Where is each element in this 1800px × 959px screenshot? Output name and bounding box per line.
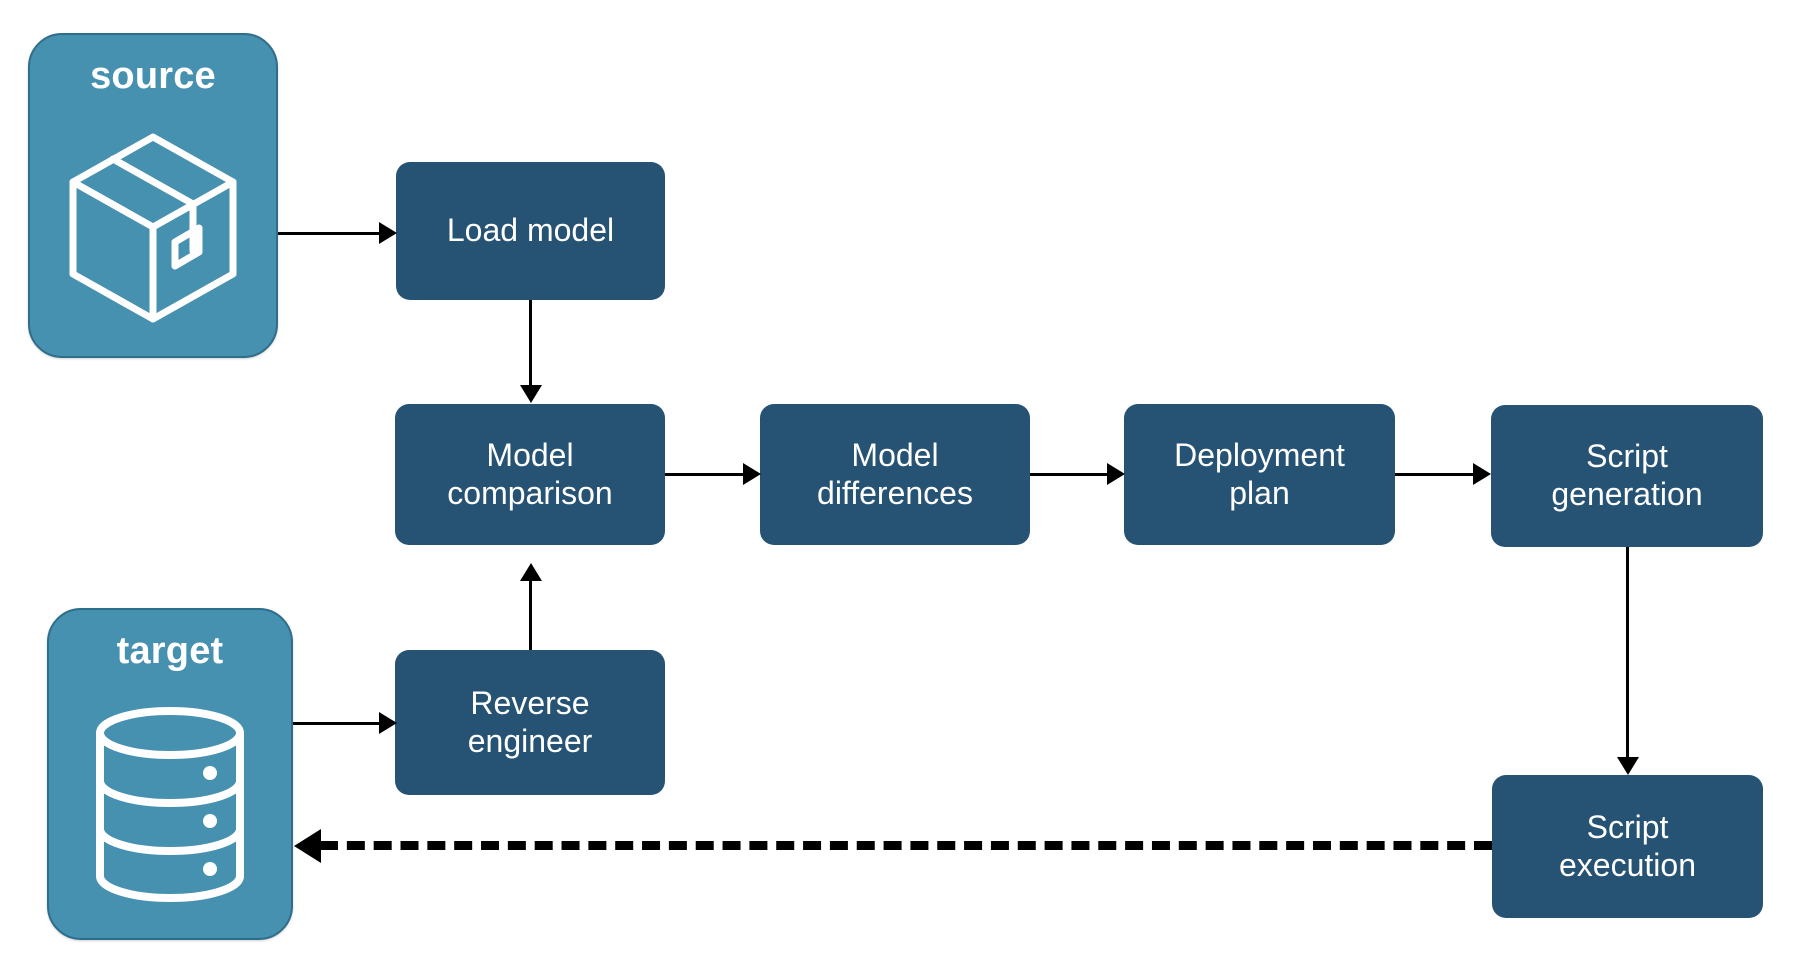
edge-script-generation-to-script-execution <box>1626 547 1629 759</box>
node-load-model[interactable]: Load model <box>396 162 665 300</box>
deployment-plan-line1: Deployment <box>1174 436 1345 473</box>
reverse-engineer-line1: Reverse <box>470 684 590 721</box>
model-comparison-text: Model comparison <box>447 437 612 513</box>
node-target[interactable]: target <box>47 608 293 940</box>
arrowhead-script-generation-to-script-execution <box>1617 757 1639 775</box>
arrowhead-target-to-reverse-engineer <box>379 712 397 734</box>
reverse-engineer-text: Reverse engineer <box>468 685 593 761</box>
edge-load-model-to-model-comparison <box>529 300 532 388</box>
node-model-comparison[interactable]: Model comparison <box>395 404 665 545</box>
database-cylinder-icon <box>49 670 291 938</box>
script-generation-line1: Script <box>1586 438 1668 475</box>
node-script-execution[interactable]: Script execution <box>1492 775 1763 918</box>
node-deployment-plan[interactable]: Deployment plan <box>1124 404 1395 545</box>
deployment-plan-line2: plan <box>1229 474 1290 511</box>
model-comparison-line1: Model <box>486 436 574 473</box>
edge-script-execution-to-target <box>320 841 1492 850</box>
node-reverse-engineer[interactable]: Reverse engineer <box>395 650 665 795</box>
edge-model-differences-to-deployment-plan <box>1030 473 1110 476</box>
reverse-engineer-line2: engineer <box>467 722 593 759</box>
model-differences-text: Model differences <box>817 437 973 513</box>
node-source[interactable]: source <box>28 33 278 358</box>
package-box-icon <box>30 95 276 356</box>
script-generation-text: Script generation <box>1551 438 1702 514</box>
edge-source-to-load-model <box>278 232 382 235</box>
load-model-line1: Load model <box>446 212 615 249</box>
arrowhead-model-differences-to-deployment-plan <box>1107 463 1125 485</box>
node-model-differences[interactable]: Model differences <box>760 404 1030 545</box>
script-execution-line2: execution <box>1559 846 1696 883</box>
arrowhead-source-to-load-model <box>379 222 397 244</box>
deployment-plan-text: Deployment plan <box>1174 437 1345 513</box>
edge-deployment-plan-to-script-generation <box>1395 473 1476 476</box>
source-label: source <box>90 55 216 97</box>
load-model-text: Load model <box>447 212 614 250</box>
model-comparison-line2: comparison <box>447 474 613 511</box>
edge-reverse-engineer-to-model-comparison <box>529 580 532 650</box>
target-label: target <box>116 630 224 672</box>
arrowhead-reverse-engineer-to-model-comparison <box>520 563 542 581</box>
script-execution-line1: Script <box>1586 808 1669 845</box>
node-script-generation[interactable]: Script generation <box>1491 405 1763 547</box>
script-execution-text: Script execution <box>1559 809 1696 885</box>
arrowhead-script-execution-to-target <box>294 829 321 863</box>
arrowhead-model-comparison-to-model-differences <box>743 463 761 485</box>
script-generation-line2: generation <box>1551 476 1703 512</box>
edge-target-to-reverse-engineer <box>293 722 382 725</box>
model-differences-line2: differences <box>817 474 973 511</box>
arrowhead-load-model-to-model-comparison <box>520 385 542 403</box>
model-differences-line1: Model <box>851 436 939 473</box>
edge-model-comparison-to-model-differences <box>665 473 746 476</box>
arrowhead-deployment-plan-to-script-generation <box>1473 463 1491 485</box>
